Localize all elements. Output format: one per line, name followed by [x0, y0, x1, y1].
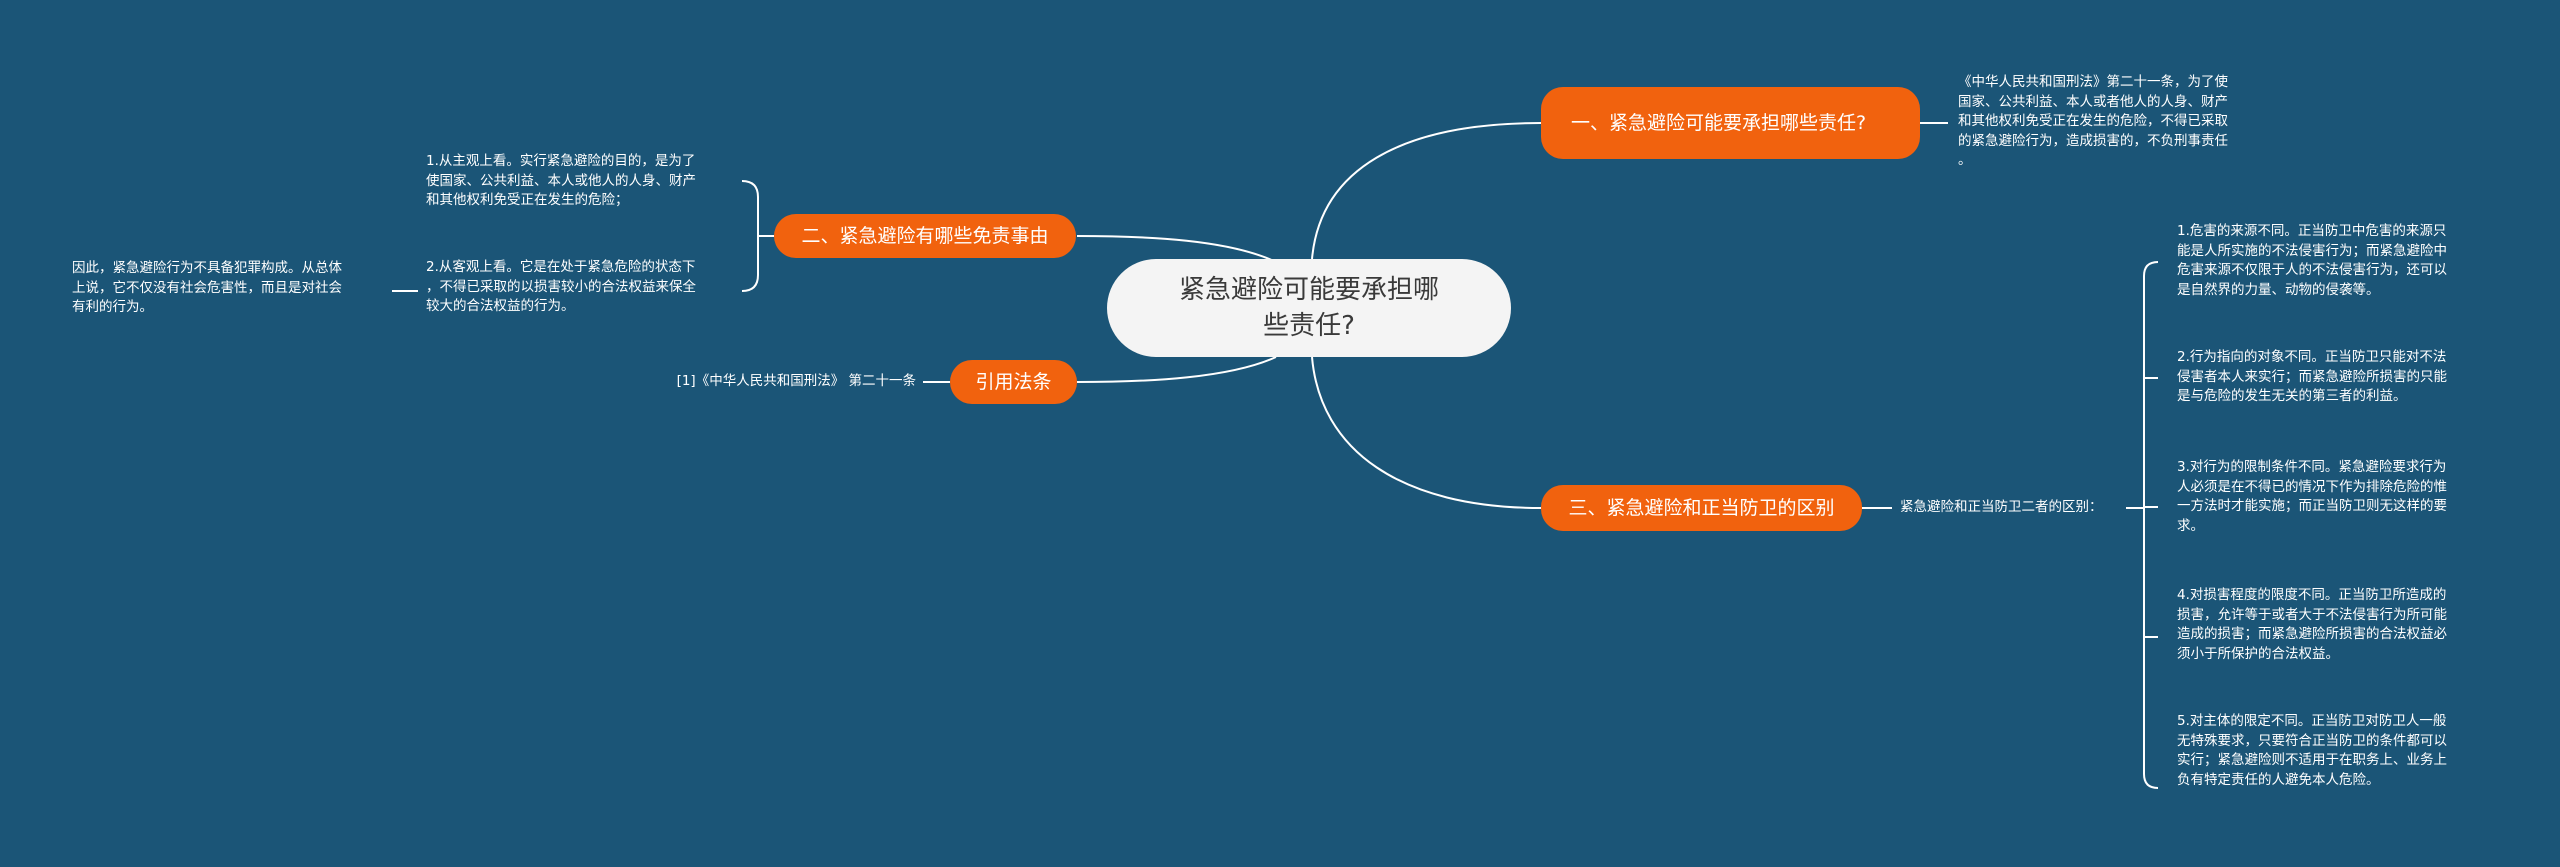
leaf-objective-view: 2.从客观上看。它是在处于紧急危险的状态下 ，不得已采取的以损害较小的合法权益来… [426, 259, 696, 314]
bracket-b3 [2143, 261, 2159, 789]
leaf-difference-4: 4.对损害程度的限度不同。正当防卫所造成的 损害，允许等于或者大于不法侵害行为所… [2177, 587, 2447, 662]
leaf-differences-intro: 紧急避险和正当防卫二者的区别： [1900, 499, 2103, 515]
connector-root-b4 [1076, 356, 1277, 383]
branch-liability[interactable]: 一、紧急避险可能要承担哪些责任? [1541, 87, 1920, 159]
branch-differences[interactable]: 三、紧急避险和正当防卫的区别 [1541, 485, 1862, 531]
root-title: 紧急避险可能要承担哪些责任? [1178, 275, 1439, 341]
leaf-difference-2: 2.行为指向的对象不同。正当防卫只能对不法 侵害者本人来实行；而紧急避险所损害的… [2177, 349, 2447, 404]
leaf-difference-3: 3.对行为的限制条件不同。紧急避险要求行为 人必须是在不得已的情况下作为排除危险… [2177, 459, 2447, 534]
connector-root-b2 [1076, 235, 1277, 263]
bracket-b2 [741, 180, 759, 292]
leaf-difference-1: 1.危害的来源不同。正当防卫中危害的来源只 能是人所实施的不法侵害行为；而紧急避… [2177, 223, 2447, 298]
branch-citations[interactable]: 引用法条 [950, 360, 1077, 404]
branch-exemptions[interactable]: 二、紧急避险有哪些免责事由 [774, 214, 1076, 258]
connector-root-b1 [1311, 122, 1542, 260]
leaf-criminal-law-article: 《中华人民共和国刑法》第二十一条，为了使 国家、公共利益、本人或者他人的人身、财… [1958, 74, 2228, 168]
leaf-conclusion: 因此，紧急避险行为不具备犯罪构成。从总体 上说，它不仅没有社会危害性，而且是对社… [72, 260, 342, 315]
branch-citations-label: 引用法条 [975, 371, 1052, 393]
branch-liability-label: 一、紧急避险可能要承担哪些责任? [1571, 112, 1867, 134]
connector-root-b3 [1311, 356, 1542, 509]
leaf-difference-5: 5.对主体的限定不同。正当防卫对防卫人一般 无特殊要求，只要符合正当防卫的条件都… [2177, 713, 2447, 788]
leaf-subjective-view: 1.从主观上看。实行紧急避险的目的，是为了 使国家、公共利益、本人或他人的人身、… [426, 153, 696, 208]
branch-exemptions-label: 二、紧急避险有哪些免责事由 [801, 225, 1049, 247]
root-topic[interactable]: 紧急避险可能要承担哪些责任? [1107, 259, 1511, 357]
branch-differences-label: 三、紧急避险和正当防卫的区别 [1568, 497, 1835, 519]
leaf-citation: [1]《中华人民共和国刑法》 第二十一条 [676, 373, 916, 389]
